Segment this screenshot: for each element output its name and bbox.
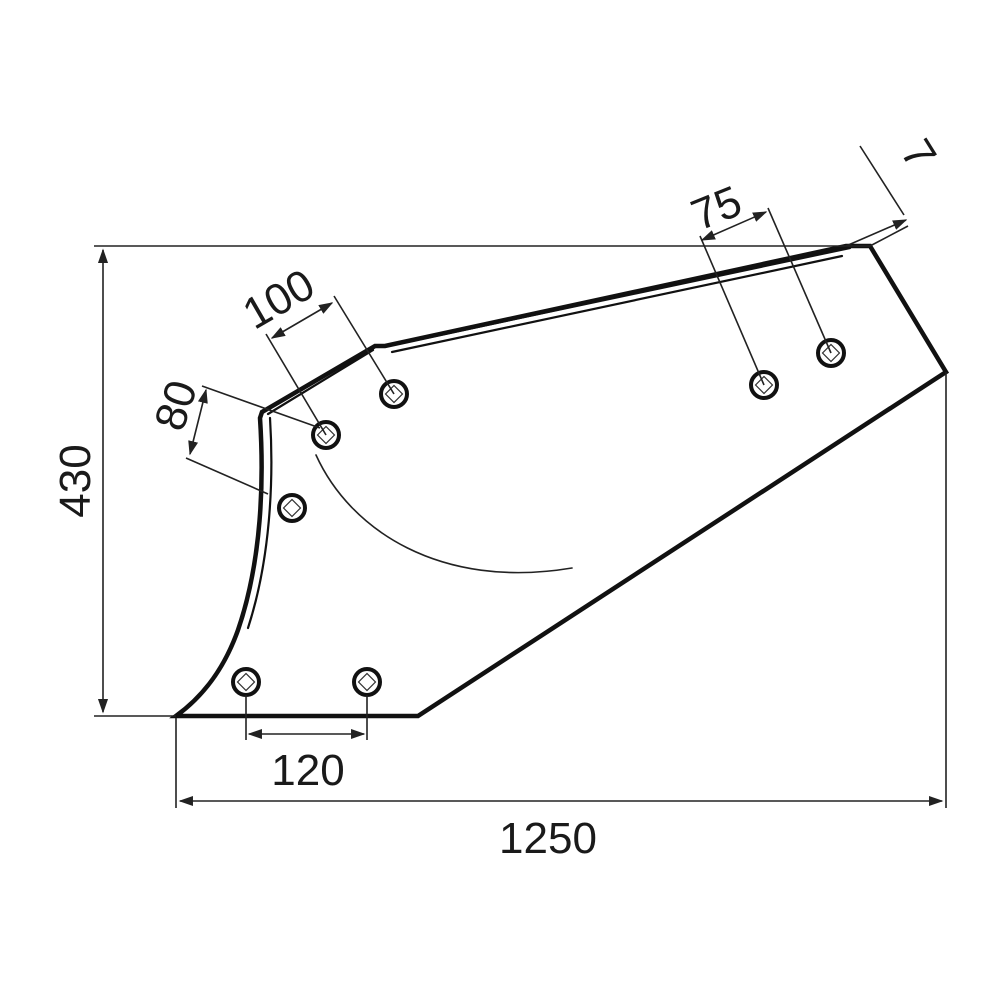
dimension-width-label: 1250: [499, 814, 597, 863]
dimension-bottom-holes-label: 120: [271, 746, 344, 795]
dimension-bottom-holes: 120: [245, 695, 368, 795]
hole-left-side: [277, 493, 307, 523]
dimension-upper-right-holes: 75: [685, 177, 832, 386]
mounting-holes: [231, 338, 846, 697]
dimension-left-offset-label: 80: [145, 375, 207, 437]
shin-bevel: [266, 348, 375, 416]
dimension-width: 1250: [175, 372, 947, 863]
dimension-tip-offset-label: 7: [891, 131, 946, 178]
dimension-upper-left-holes-label: 100: [235, 260, 323, 339]
hole-bottom-left: [231, 667, 261, 697]
hole-bottom-right: [352, 667, 382, 697]
blade-top-bevel-2: [390, 254, 844, 354]
moldboard-curve: [315, 454, 573, 574]
blade-top-bevel: [386, 246, 852, 348]
dimension-height: 430: [51, 245, 870, 717]
blade-part: [169, 243, 950, 719]
shin-bevel-inner: [246, 416, 273, 630]
dimension-height-label: 430: [51, 444, 100, 517]
dimension-tip-offset: 7: [845, 131, 946, 247]
blade-outline: [169, 243, 950, 719]
dimension-upper-right-holes-label: 75: [685, 177, 749, 241]
